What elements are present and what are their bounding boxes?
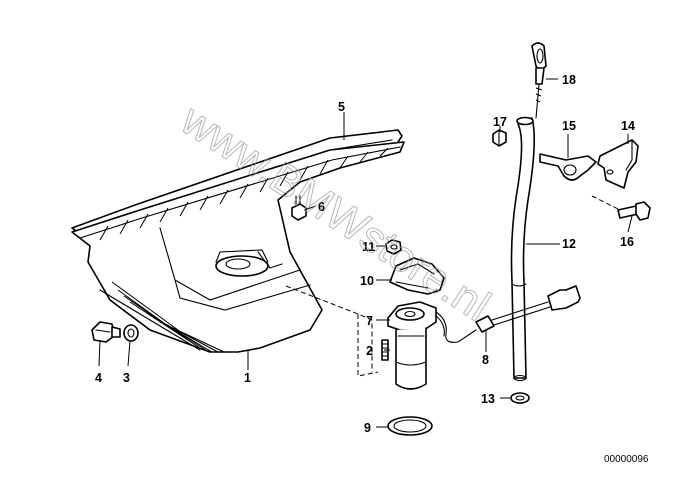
callout-4: 4 <box>95 371 102 385</box>
callout-6: 6 <box>318 200 325 214</box>
callout-12: 12 <box>562 237 576 251</box>
callout-13: 13 <box>481 392 495 406</box>
dipstick <box>531 42 547 119</box>
assembly-lines <box>285 285 379 377</box>
pan-bolt <box>291 195 307 221</box>
sealing-ring <box>387 416 433 436</box>
washer <box>510 392 530 404</box>
oil-sensor-lead <box>475 285 581 333</box>
leader-lines <box>98 78 633 428</box>
holder-bracket <box>597 139 639 189</box>
callout-14: 14 <box>621 119 635 133</box>
oil-pan <box>71 141 405 353</box>
bolt-axis-line <box>591 195 625 213</box>
nut <box>385 239 402 255</box>
callout-9: 9 <box>364 421 371 435</box>
hex-bolt <box>617 201 651 221</box>
oil-level-sensor <box>387 301 477 390</box>
callout-labels: 1 2 3 4 5 6 7 8 9 10 11 12 13 14 15 16 1… <box>95 73 635 435</box>
callout-5: 5 <box>338 100 345 114</box>
callout-2: 2 <box>366 344 373 358</box>
callout-7: 7 <box>366 314 373 328</box>
callout-17: 17 <box>493 115 507 129</box>
dipstick-guide-tube <box>510 116 536 382</box>
callout-1: 1 <box>244 371 251 385</box>
callout-11: 11 <box>362 240 375 254</box>
callout-3: 3 <box>123 371 130 385</box>
tube-clamp <box>539 153 597 181</box>
callout-15: 15 <box>562 119 576 133</box>
callout-16: 16 <box>620 235 634 249</box>
sealing-washer <box>123 324 139 342</box>
hex-nut <box>492 129 507 147</box>
sensor-cover <box>389 257 445 295</box>
drain-plug <box>91 321 121 343</box>
callout-10: 10 <box>360 274 374 288</box>
diagram-reference-number: 00000096 <box>604 454 649 465</box>
callout-8: 8 <box>482 353 489 367</box>
callout-18: 18 <box>562 73 576 87</box>
